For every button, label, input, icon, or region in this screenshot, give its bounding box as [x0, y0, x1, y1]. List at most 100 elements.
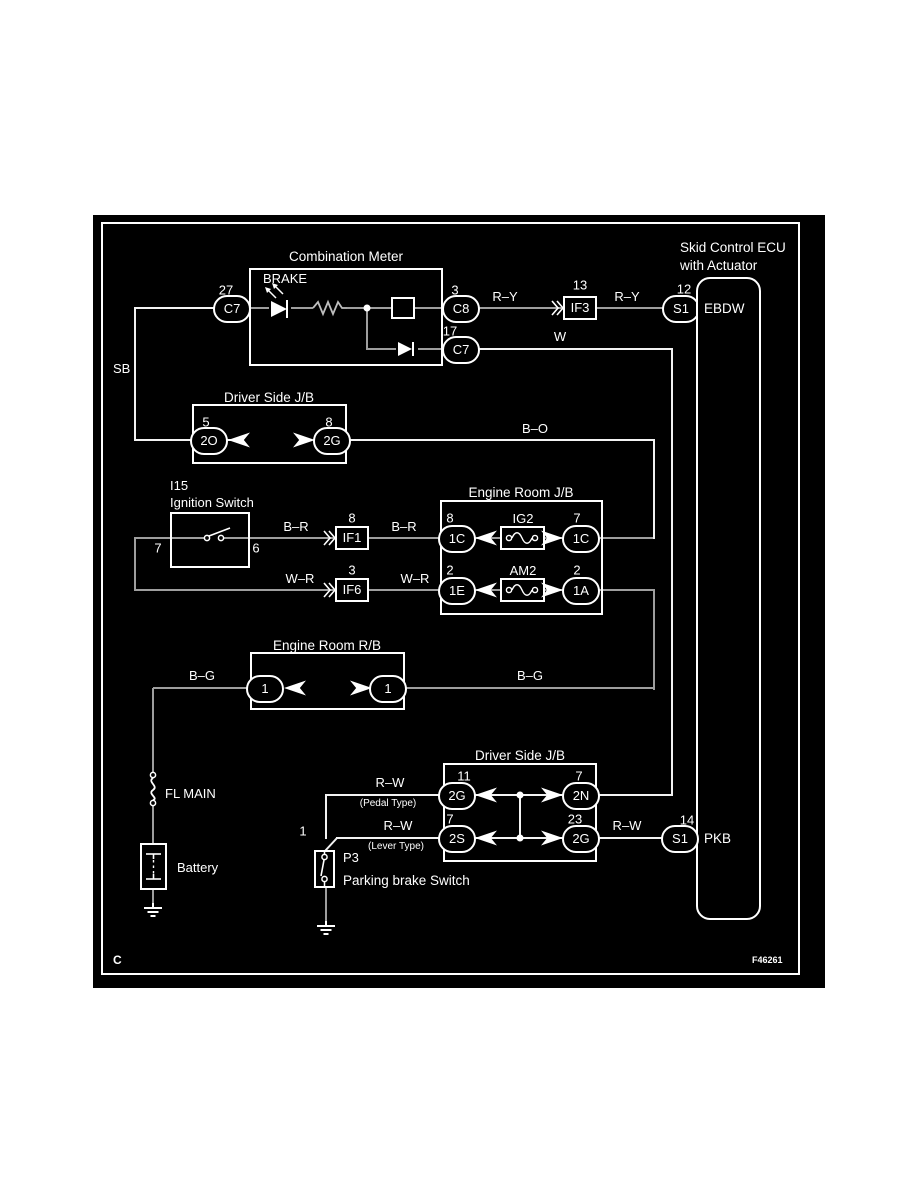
fuse-am2-label: AM2: [509, 563, 537, 578]
footer-left-label: C: [113, 953, 122, 967]
wire-battery-v1: [152, 688, 154, 773]
wire-switch-gnd: [325, 888, 327, 921]
park-switch-pin-1: 1: [299, 823, 307, 839]
wire-wr-row: [135, 589, 335, 591]
driver-jb-top-title: Driver Side J/B: [223, 390, 315, 405]
pin-1a: 2: [573, 562, 581, 578]
wire-label-lever-type: (Lever Type): [368, 841, 424, 852]
pin-5: 5: [202, 414, 210, 430]
wire-label-rw-out: R–W: [612, 818, 642, 833]
wire-label-ry-b: R–Y: [614, 289, 640, 304]
wire-label-bg-a: B–G: [188, 668, 216, 683]
connector-1a: 1A: [562, 577, 600, 605]
wire-jbtop-left: [135, 439, 233, 441]
battery-cell-icon: [146, 853, 161, 880]
pin-27: 27: [218, 282, 234, 298]
wire-jbb-junction-v: [519, 795, 521, 839]
ecu-title-line2: with Actuator: [680, 258, 758, 273]
ignition-name: Ignition Switch: [170, 495, 254, 510]
park-switch-name: Parking brake Switch: [343, 873, 470, 888]
brake-lamp-label: BRAKE: [263, 271, 308, 286]
wire-label-rw-pedal: R–W: [375, 775, 405, 790]
junction-dot: [363, 304, 371, 312]
fuse-ig2-label: IG2: [512, 511, 534, 526]
resistor-icon: [312, 299, 347, 317]
wire-row1-left: [135, 307, 234, 309]
battery-box: [140, 843, 167, 890]
wire-label-sb: SB: [113, 361, 131, 376]
connector-rb-1-right: 1: [369, 675, 407, 703]
switch-contact-icon: [320, 850, 328, 888]
pin-2s7: 7: [446, 811, 454, 827]
switch-contact-icon: [203, 527, 231, 542]
connector-1c-8: 1C: [438, 525, 476, 553]
wire-park-v: [325, 794, 327, 839]
wiring-diagram: Combination Meter BRAKE 27 C7 3 C8 17 C7…: [93, 215, 825, 988]
connector-2o: 2O: [190, 427, 228, 455]
diode-icon: [396, 341, 418, 357]
engine-rb-title: Engine Room R/B: [272, 638, 382, 653]
wire-label-ry-a: R–Y: [492, 289, 518, 304]
fl-main-label: FL MAIN: [165, 786, 216, 801]
ecu-terminal-ebdw: EBDW: [704, 301, 745, 316]
connector-2s: 2S: [438, 825, 476, 853]
male-connector-icon: [323, 582, 337, 598]
wire-lever-row: [336, 837, 680, 839]
pin-23: 23: [567, 811, 583, 827]
connector-s1-ebdw: S1: [662, 295, 700, 323]
connector-c8: C8: [442, 295, 480, 323]
pin-12: 12: [676, 281, 692, 297]
battery-label: Battery: [177, 860, 219, 875]
park-switch-code: P3: [343, 850, 359, 865]
engine-jb-title: Engine Room J/B: [468, 485, 574, 500]
wire-meter-branch-h: [367, 348, 477, 350]
wire-ignition-row-b: [223, 537, 335, 539]
wire-1a-down-v: [653, 589, 655, 690]
pin-8: 8: [325, 414, 333, 430]
pin-if1: 8: [348, 510, 356, 526]
wire-label-pedal-type: (Pedal Type): [359, 798, 417, 809]
ignition-pin-7: 7: [154, 540, 162, 556]
pin-1c8: 8: [446, 510, 454, 526]
wire-w-h2: [581, 794, 673, 796]
wire-battery-gnd: [152, 890, 154, 903]
connector-s1-pkb: S1: [661, 825, 699, 853]
wire-w-h1: [477, 348, 673, 350]
pin-3: 3: [451, 282, 459, 298]
ignition-code: I15: [170, 478, 189, 493]
wire-bo-v: [653, 439, 655, 539]
wire-bo-h: [313, 439, 655, 441]
connector-c7: C7: [213, 295, 251, 323]
diagram-frame: [101, 222, 800, 975]
wire-label-br-a: B–R: [283, 519, 309, 534]
engine-jb-box: [440, 500, 603, 615]
ecu-title-line1: Skid Control ECU: [680, 240, 786, 255]
wire-bg-right: [406, 687, 655, 689]
pin-14: 14: [679, 812, 695, 828]
fuse-wave-icon: [505, 584, 539, 596]
connector-1c-7: 1C: [562, 525, 600, 553]
wire-label-bo: B–O: [521, 421, 549, 436]
pin-11: 11: [457, 768, 471, 784]
fusible-link-icon: [149, 771, 157, 807]
male-connector-icon: [323, 530, 337, 546]
connector-2g-8: 2G: [313, 427, 351, 455]
wire-label-rw-lever: R–W: [383, 818, 413, 833]
brake-lamp-icon: [265, 283, 291, 319]
ignition-pin-6: 6: [252, 540, 260, 556]
ignition-switch-box: [170, 512, 250, 568]
driver-jb-bottom-box: [443, 763, 597, 862]
pin-1e: 2: [446, 562, 454, 578]
wire-label-wr-b: W–R: [400, 571, 430, 586]
pin-13: 13: [572, 277, 588, 293]
wire-bg-left: [153, 687, 249, 689]
pin-17: 17: [442, 323, 458, 339]
pin-2n7: 7: [575, 768, 583, 784]
connector-1e: 1E: [438, 577, 476, 605]
connector-if6: IF6: [335, 578, 369, 602]
connector-rb-1-left: 1: [246, 675, 284, 703]
wire-label-w: W: [553, 329, 567, 344]
junction-dot: [516, 791, 524, 799]
connector-if1: IF1: [335, 526, 369, 550]
connector-2g-11: 2G: [438, 782, 476, 810]
